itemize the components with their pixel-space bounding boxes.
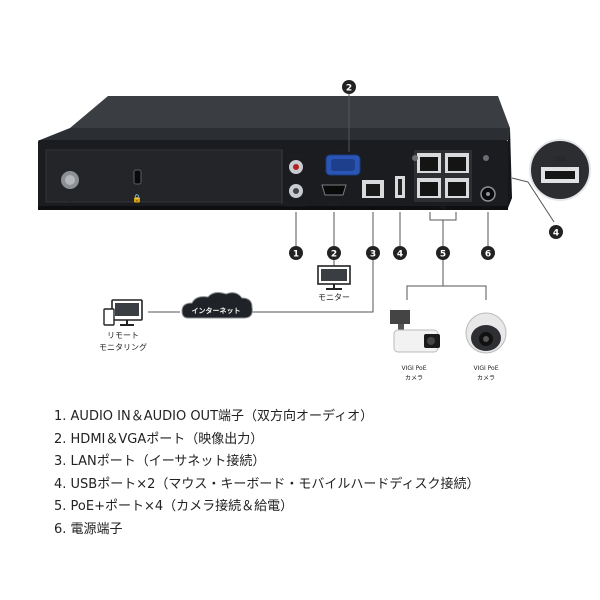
audio-ports[interactable]: AUDIO IN AUDIO OUT <box>285 153 308 208</box>
callout-badges: 1 2 3 4 5 6 <box>289 246 495 260</box>
callout-number: 4 <box>397 250 403 260</box>
audio-in-label: AUDIO IN <box>287 153 306 158</box>
connection-diagram: ⏚ 🔒 AUDIO IN AUDIO OUT VGA HDMI LAN USB <box>38 80 591 382</box>
callout-number: 5 <box>440 250 446 260</box>
callout-number: 6 <box>485 250 491 260</box>
remote-label-line2: モニタリング <box>99 342 147 352</box>
camera1-label-line2: カメラ <box>405 375 423 382</box>
lan-label: LAN <box>369 202 377 207</box>
poe-label: PoE <box>439 205 447 210</box>
callout-top-number: 2 <box>346 84 352 94</box>
port-legend: 1. AUDIO IN＆AUDIO OUT端子（双方向オーディオ） 2. HDM… <box>54 406 479 541</box>
lock-slot: 🔒 <box>132 169 142 203</box>
usb-label: USB <box>396 202 404 207</box>
legend-item: 2. HDMI＆VGAポート（映像出力） <box>54 431 264 447</box>
callout-usb-number: 4 <box>553 229 559 239</box>
legend-item: 4. USBポート×2（マウス・キーボード・モバイルハードディスク接続） <box>54 476 480 492</box>
vga-port[interactable]: VGA <box>325 148 361 176</box>
remote-monitoring: リモート モニタリング <box>99 299 147 352</box>
usb-port[interactable]: USB <box>395 176 405 207</box>
turret-camera-icon: VIGI PoE カメラ <box>465 312 507 382</box>
power-port[interactable]: DC 52V = 1.23A <box>474 177 503 202</box>
bullet-camera-icon: VIGI PoE カメラ <box>390 310 440 382</box>
audio-out-label: AUDIO OUT <box>285 203 308 208</box>
ground-screw: ⏚ <box>61 171 79 205</box>
remote-label-line1: リモート <box>107 331 139 340</box>
callout-number: 3 <box>370 250 376 260</box>
legend-item: 1. AUDIO IN＆AUDIO OUT端子（双方向オーディオ） <box>54 409 374 424</box>
vga-label: VGA <box>339 148 348 153</box>
hdmi-label: HDMI <box>329 201 340 206</box>
callout-number: 2 <box>331 250 337 260</box>
internet-cloud: インターネット <box>181 292 253 319</box>
legend-item: 3. LANポート（イーサネット接続） <box>54 454 266 469</box>
camera1-label-line1: VIGI PoE <box>401 365 426 372</box>
camera2-label-line1: VIGI PoE <box>473 365 498 372</box>
camera2-label-line2: カメラ <box>477 375 495 382</box>
lock-icon: 🔒 <box>132 194 142 203</box>
ground-icon: ⏚ <box>65 194 74 205</box>
power-label: DC 52V = 1.23A <box>474 177 503 181</box>
poe-ports[interactable]: PoE <box>414 150 472 210</box>
nvr-device <box>38 96 512 210</box>
legend-item: 6. 電源端子 <box>54 521 123 537</box>
screw <box>412 155 418 161</box>
internet-label: インターネット <box>192 306 241 315</box>
usb-zoom-callout: USB 4 <box>511 139 591 239</box>
poe-camera-lines <box>406 260 444 300</box>
poe-camera-lines-2 <box>443 285 487 300</box>
lan-network-line <box>250 260 374 313</box>
leader-lines <box>295 212 489 246</box>
monitor: モニター <box>317 260 351 302</box>
lan-port[interactable]: LAN <box>362 180 384 207</box>
usb-zoom-label: USB <box>554 156 566 163</box>
screw <box>483 155 489 161</box>
monitor-label: モニター <box>318 293 350 302</box>
legend-item: 5. PoE+ポート×4（カメラ接続＆給電） <box>54 499 294 514</box>
callout-top-vga: 2 <box>342 80 356 152</box>
hdmi-port[interactable]: HDMI <box>321 184 347 206</box>
callout-number: 1 <box>293 250 299 260</box>
